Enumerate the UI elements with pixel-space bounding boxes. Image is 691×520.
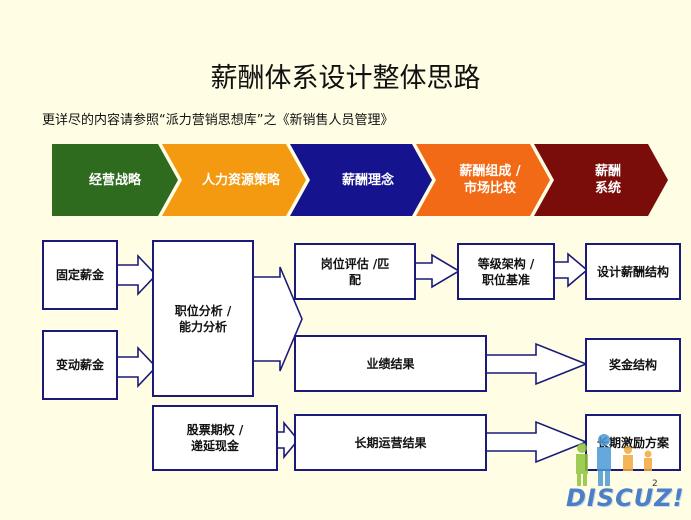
process-step-label: 经营战略: [88, 172, 141, 188]
process-step-label: 薪酬组成 / 市场比较: [459, 164, 521, 196]
arrow-analysis-out: [249, 266, 303, 372]
process-step-label: 薪酬 系统: [594, 164, 621, 196]
box-grade-structure: 等级架构 / 职位基准: [457, 243, 555, 300]
box-fixed-salary: 固定薪金: [42, 240, 118, 310]
box-long-term-results: 长期运营结果: [294, 414, 487, 471]
reference-note: 更详尽的内容请参照“派力营销思想库”之《新销售人员管理》: [42, 113, 394, 128]
box-variable-salary: 变动薪金: [42, 330, 118, 400]
arrow-performance-to-bonus: [485, 342, 589, 386]
process-step-label: 人力资源策略: [201, 172, 280, 188]
people-figures-icon: [576, 434, 652, 486]
box-design-salary-structure: 设计薪酬结构: [585, 243, 681, 300]
box-bonus-structure: 奖金结构: [585, 338, 681, 392]
process-step-salary-system: 薪酬 系统: [534, 144, 668, 216]
arrow-fixed-to-analysis: [115, 253, 158, 297]
arrow-variable-to-analysis: [115, 345, 158, 389]
process-step-hr-strategy: 人力资源策略: [162, 144, 306, 216]
arrow-eval-to-grade: [413, 253, 461, 289]
discuz-watermark-logo: DISCUZ!: [566, 484, 685, 512]
arrow-grade-to-design: [552, 252, 589, 288]
box-position-evaluation: 岗位评估 /匹 配: [294, 243, 416, 300]
slide-title: 薪酬体系设计整体思路: [210, 63, 481, 94]
box-performance-results: 业绩结果: [294, 335, 487, 392]
box-job-analysis: 职位分析 / 能力分析: [152, 240, 254, 397]
process-step-label: 薪酬理念: [341, 172, 394, 188]
page-number: 2: [652, 479, 658, 489]
arrow-results-to-incentive: [485, 420, 589, 464]
process-step-salary-philosophy: 薪酬理念: [290, 144, 432, 216]
box-stock-option: 股票期权 / 递延现金: [152, 405, 278, 471]
process-step-salary-composition: 薪酬组成 / 市场比较: [416, 144, 550, 216]
process-step-strategy: 经营战略: [52, 144, 178, 216]
